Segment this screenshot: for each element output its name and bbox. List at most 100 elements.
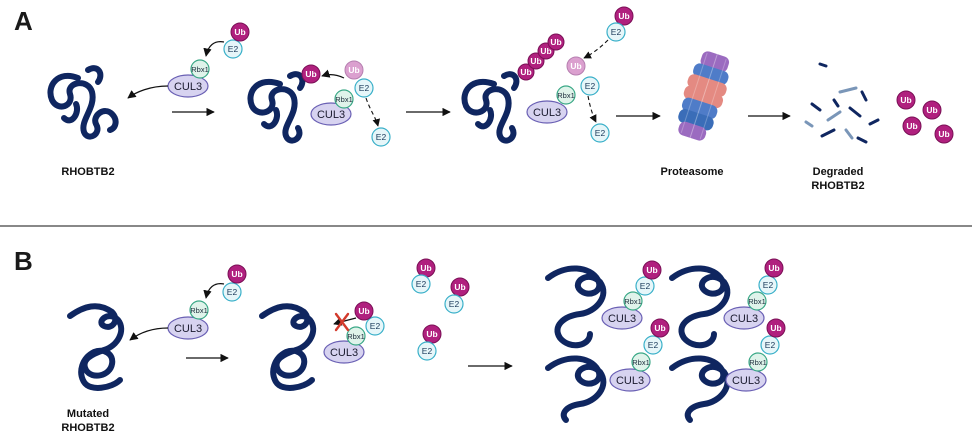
e3-complex-2: CUL3 Rbx1 E2 Ub Ub E2 bbox=[301, 60, 391, 147]
ub-label: Ub bbox=[900, 95, 911, 105]
e2-label: E2 bbox=[765, 340, 776, 350]
e2-label: E2 bbox=[359, 83, 370, 93]
degraded-fragments bbox=[804, 62, 880, 144]
cul3-shape bbox=[310, 102, 352, 126]
e3-complex-1: CUL3 Rbx1 E2 Ub bbox=[127, 22, 250, 99]
cul3-label: CUL3 bbox=[533, 107, 561, 119]
rhobtb2-bound-1 bbox=[247, 71, 306, 144]
ub-label: Ub bbox=[540, 46, 551, 56]
e2-shape bbox=[411, 274, 431, 294]
degraded-caption-line2: RHOBTB2 bbox=[811, 180, 864, 192]
ub-label: Ub bbox=[520, 67, 531, 77]
ub-shape bbox=[766, 318, 786, 338]
mutated-rhobtb2 bbox=[67, 303, 125, 391]
ub-label: Ub bbox=[926, 105, 937, 115]
cul3-label: CUL3 bbox=[174, 323, 202, 335]
rbx1-label: Rbx1 bbox=[347, 332, 365, 341]
e2-release-arrow bbox=[587, 95, 597, 123]
rbx1-shape bbox=[748, 352, 768, 372]
ub-label: Ub bbox=[358, 306, 369, 316]
rbx1-label: Rbx1 bbox=[748, 297, 766, 306]
ub-shape bbox=[227, 264, 247, 284]
e2-shape bbox=[365, 316, 385, 336]
panel-a: RHOBTB2 CUL3 Rbx1 E2 Ub CUL3 Rbx1 E2 bbox=[47, 6, 954, 192]
mutated-rhobtb2-bound bbox=[259, 303, 317, 391]
rbx1-shape bbox=[556, 85, 576, 105]
binding-arrow bbox=[127, 85, 169, 99]
ub-label: Ub bbox=[454, 282, 465, 292]
cul3-shape bbox=[725, 368, 767, 392]
cul3-shape bbox=[723, 306, 765, 330]
e2-label: E2 bbox=[227, 287, 238, 297]
e2-label: E2 bbox=[422, 346, 433, 356]
e3-complex-3: CUL3 Rbx1 E2 Ub Ub Ub Ub Ub Ub E2 E2 bbox=[517, 6, 634, 143]
ub-shape bbox=[764, 258, 784, 278]
blocked-transfer-arrow bbox=[333, 317, 357, 326]
ub-chain-1 bbox=[517, 63, 535, 81]
rbx1-shape bbox=[189, 300, 209, 320]
cul3-label: CUL3 bbox=[616, 375, 644, 387]
rbx1-shape bbox=[623, 291, 643, 311]
rhobtb2-caption: RHOBTB2 bbox=[61, 166, 114, 178]
ub-transfer-arrow bbox=[203, 41, 225, 57]
ub-label: Ub bbox=[231, 269, 242, 279]
rbx1-label: Rbx1 bbox=[624, 297, 642, 306]
e2-label: E2 bbox=[370, 321, 381, 331]
binding-arrow bbox=[129, 327, 169, 341]
cul3-shape bbox=[601, 306, 643, 330]
cul3-shape bbox=[526, 100, 568, 124]
ub-label: Ub bbox=[234, 27, 245, 37]
cul3-label: CUL3 bbox=[317, 109, 345, 121]
rbx1-shape bbox=[747, 291, 767, 311]
ub-shape bbox=[450, 277, 470, 297]
rhobtb2-protein bbox=[47, 65, 119, 140]
ub-shape bbox=[230, 22, 250, 42]
free-e2-ub-1: Ub E2 bbox=[411, 258, 436, 294]
ub-shape bbox=[650, 318, 670, 338]
ub-transfer-arrow bbox=[321, 69, 345, 79]
rbx1-label: Rbx1 bbox=[557, 91, 575, 100]
degraded-caption-line1: Degraded bbox=[813, 166, 864, 178]
e3-complex-b2: CUL3 Rbx1 E2 Ub bbox=[323, 301, 385, 364]
ub-shape bbox=[614, 6, 634, 26]
ub-label: Ub bbox=[420, 263, 431, 273]
panel-label-a: A bbox=[14, 6, 33, 36]
rbx1-label: Rbx1 bbox=[191, 65, 209, 74]
ub-shape bbox=[642, 260, 662, 280]
e2-label: E2 bbox=[763, 280, 774, 290]
ub-label: Ub bbox=[768, 263, 779, 273]
rbx1-label: Rbx1 bbox=[749, 358, 767, 367]
block-cross-icon bbox=[334, 312, 350, 332]
ub-label: Ub bbox=[530, 56, 541, 66]
ub-shape bbox=[354, 301, 374, 321]
e2-shape bbox=[444, 294, 464, 314]
proteasome bbox=[678, 51, 730, 141]
e2-shape bbox=[371, 127, 391, 147]
cul3-shape bbox=[323, 340, 365, 364]
ub-label: Ub bbox=[550, 37, 561, 47]
e2-shape bbox=[760, 335, 780, 355]
cul3-label: CUL3 bbox=[608, 313, 636, 325]
ub-transfer-arrow bbox=[203, 283, 225, 299]
e2-shape bbox=[417, 341, 437, 361]
mutated-caption-line2: RHOBTB2 bbox=[61, 422, 114, 434]
cul3-label: CUL3 bbox=[730, 313, 758, 325]
rbx1-shape bbox=[631, 352, 651, 372]
e2-label: E2 bbox=[648, 340, 659, 350]
e2-shape bbox=[643, 335, 663, 355]
ub-label: Ub bbox=[906, 121, 917, 131]
e2-shape bbox=[635, 276, 655, 296]
accumulated-complexes: CUL3 Rbx1 E2 Ub CUL3 Rbx1 E2 Ub CUL3 Rbx… bbox=[545, 258, 786, 423]
ub-label: Ub bbox=[426, 329, 437, 339]
e2-shape bbox=[590, 123, 610, 143]
e2-shape bbox=[580, 76, 600, 96]
e2-label: E2 bbox=[611, 27, 622, 37]
rbx1-label: Rbx1 bbox=[190, 306, 208, 315]
ub-shape bbox=[301, 64, 321, 84]
e2-label: E2 bbox=[595, 128, 606, 138]
ub-shape-faded bbox=[566, 56, 586, 76]
ub-label: Ub bbox=[570, 61, 581, 71]
rbx1-label: Rbx1 bbox=[335, 95, 353, 104]
e2-label: E2 bbox=[376, 132, 387, 142]
